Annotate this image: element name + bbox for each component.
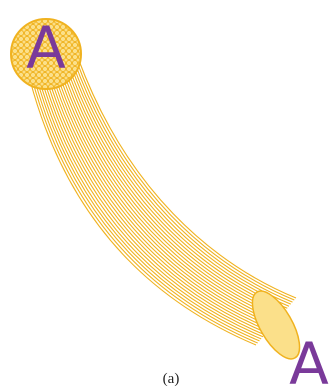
fiber-strand [78,58,296,298]
figure-caption: (a) [163,371,180,387]
fiber-strand [76,59,294,300]
end-label: A [289,330,329,387]
fiber-strand [74,60,293,302]
fiber-strand [47,72,270,328]
start-label: A [26,14,66,82]
fiber-strand [43,74,267,332]
fiber-strand [45,73,269,330]
fiber-strand [72,61,291,304]
